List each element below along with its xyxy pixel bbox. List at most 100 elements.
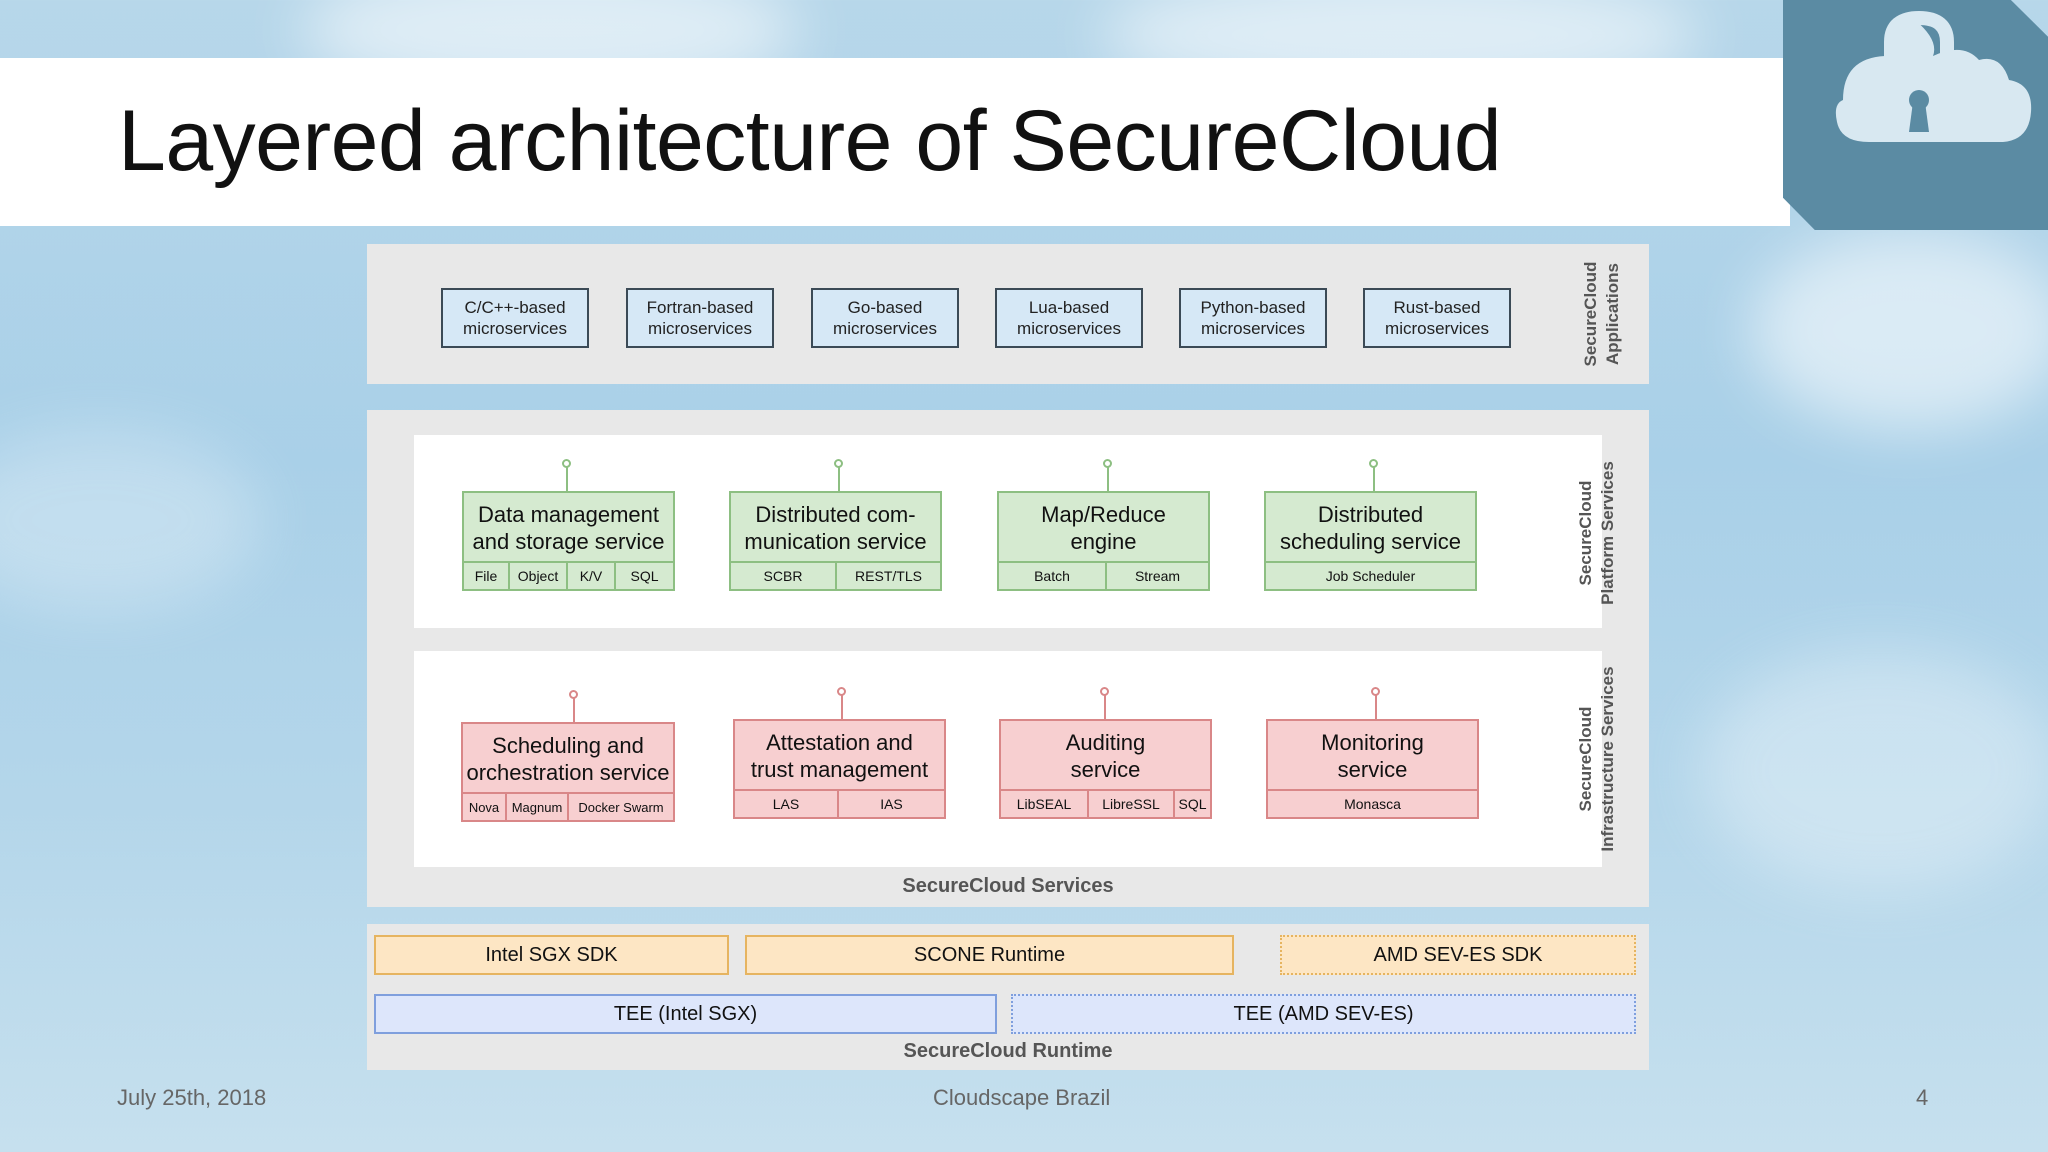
app-box-python: Python-based microservices	[1179, 288, 1327, 348]
tee-intel-sgx: TEE (Intel SGX)	[374, 994, 997, 1034]
tee-amd-sev-es: TEE (AMD SEV-ES)	[1011, 994, 1636, 1034]
app-line1: Rust-based	[1393, 298, 1481, 317]
title-band	[0, 58, 1790, 226]
sub-rest-tls: REST/TLS	[835, 563, 940, 589]
connector	[573, 696, 575, 722]
service-line2: trust management	[750, 757, 929, 782]
sub-kv: K/V	[566, 563, 614, 589]
app-box-cpp: C/C++-based microservices	[441, 288, 589, 348]
sub-sql: SQL	[1173, 791, 1210, 817]
intel-sgx-sdk: Intel SGX SDK	[374, 935, 729, 975]
sub-docker-swarm: Docker Swarm	[567, 794, 673, 820]
sub-libressl: LibreSSL	[1087, 791, 1173, 817]
app-line1: C/C++-based	[464, 298, 566, 317]
interface-knob	[569, 690, 578, 699]
app-line2: microservices	[1385, 319, 1489, 338]
service-line1: Data management	[478, 502, 659, 527]
service-line1: Auditing	[1065, 730, 1146, 755]
service-line1: Map/Reduce	[1041, 502, 1166, 527]
interface-knob	[562, 459, 571, 468]
sub-batch: Batch	[1034, 568, 1070, 584]
app-box-fortran: Fortran-based microservices	[626, 288, 774, 348]
app-line2: microservices	[1201, 319, 1305, 338]
sub-job-scheduler: Job Scheduler	[1325, 568, 1416, 584]
interface-knob	[1369, 459, 1378, 468]
app-line2: microservices	[1017, 319, 1121, 338]
distributed-communication-service: Distributed com-munication service SCBR …	[729, 491, 942, 591]
logo-badge	[1783, 0, 2048, 230]
service-line1: Distributed com-	[755, 502, 916, 527]
service-line1: Scheduling and	[492, 733, 644, 758]
background-cloud	[1750, 230, 2048, 430]
slide-title: Layered architecture of SecureCloud	[118, 93, 1502, 189]
page-number: 4	[1916, 1085, 1929, 1110]
service-line1: Attestation and	[766, 730, 913, 755]
service-line2: scheduling service	[1280, 529, 1461, 554]
interface-knob	[834, 459, 843, 468]
connector	[566, 465, 568, 491]
app-line2: microservices	[463, 319, 567, 338]
connector	[1107, 465, 1109, 491]
applications-layer: C/C++-based microservices Fortran-based mi…	[367, 244, 1649, 384]
app-box-rust: Rust-based microservices	[1363, 288, 1511, 348]
connector	[841, 693, 843, 719]
service-line2: service	[1070, 757, 1141, 782]
service-line2: munication service	[744, 529, 927, 554]
sub-object: Object	[508, 563, 566, 589]
cloud-lock-icon	[1835, 10, 2032, 142]
sub-scbr: SCBR	[763, 568, 803, 584]
sub-nova: Nova	[468, 799, 500, 815]
footer-event: Cloudscape Brazil	[933, 1085, 1111, 1110]
runtime-layer: Intel SGX SDK SCONE Runtime AMD SEV-ES S…	[367, 924, 1649, 1070]
app-line2: microservices	[833, 319, 937, 338]
amd-sev-es-sdk: AMD SEV-ES SDK	[1280, 935, 1636, 975]
app-line2: microservices	[648, 319, 752, 338]
sub-libseal: LibSEAL	[1016, 796, 1072, 812]
service-line2: and storage service	[472, 529, 665, 554]
footer-date: July 25th, 2018	[117, 1085, 267, 1110]
scone-runtime: SCONE Runtime	[745, 935, 1234, 975]
service-line1: Distributed	[1317, 502, 1424, 527]
interface-knob	[1100, 687, 1109, 696]
interface-knob	[837, 687, 846, 696]
connector	[838, 465, 840, 491]
app-line1: Go-based	[847, 298, 923, 317]
architecture-diagram: C/C++-based microservices Fortran-based mi…	[367, 244, 1649, 1070]
background-cloud	[1700, 650, 2048, 890]
sub-stream: Stream	[1105, 563, 1208, 589]
service-line2: engine	[1070, 529, 1137, 554]
app-line1: Python-based	[1200, 298, 1306, 317]
app-line1: Fortran-based	[646, 298, 754, 317]
sub-file: File	[474, 568, 498, 584]
sub-las: LAS	[772, 796, 800, 812]
connector	[1373, 465, 1375, 491]
app-box-go: Go-based microservices	[811, 288, 959, 348]
services-caption: SecureCloud Services	[902, 875, 1114, 897]
sub-ias: IAS	[837, 791, 944, 817]
connector	[1104, 693, 1106, 719]
background-cloud	[0, 430, 260, 610]
sub-magnum: Magnum	[505, 794, 567, 820]
sub-monasca: Monasca	[1344, 796, 1401, 812]
service-line2: orchestration service	[466, 760, 670, 785]
runtime-caption: SecureCloud Runtime	[903, 1040, 1113, 1062]
interface-knob	[1103, 459, 1112, 468]
service-line1: Monitoring	[1321, 730, 1424, 755]
connector	[1375, 693, 1377, 719]
service-line2: service	[1337, 757, 1408, 782]
interface-knob	[1371, 687, 1380, 696]
